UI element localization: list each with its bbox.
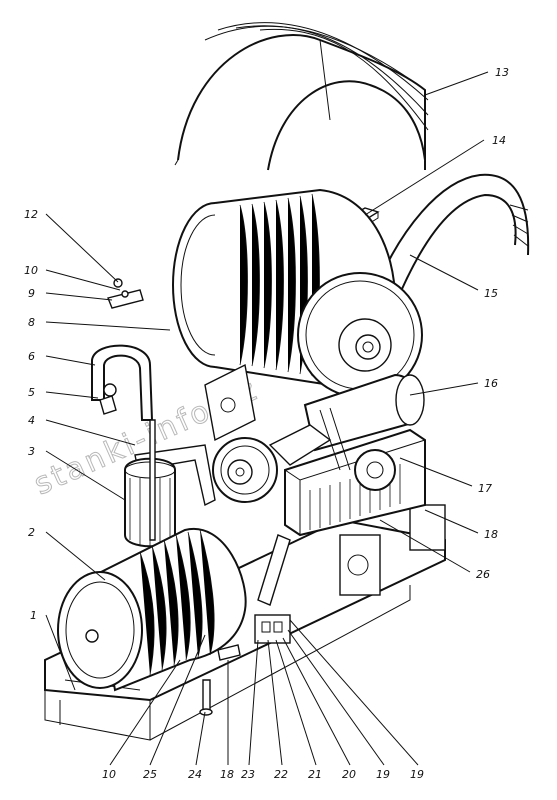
label-22: 21 bbox=[308, 768, 322, 781]
label-8: 8 bbox=[28, 316, 35, 329]
label-18-right: 26 bbox=[476, 568, 490, 581]
label-6: 6 bbox=[28, 350, 35, 363]
label-3: 3 bbox=[28, 445, 35, 458]
label-10-bottom: 25 bbox=[143, 768, 157, 781]
label-11: 12 bbox=[24, 208, 38, 221]
gearbox bbox=[284, 428, 426, 537]
label-4: 4 bbox=[28, 414, 35, 427]
label-19: 19 bbox=[410, 768, 424, 781]
guard-cover bbox=[174, 22, 429, 171]
part-labels: 13 14 15 16 17 18 26 12 10 9 8 6 5 4 3 2… bbox=[24, 66, 509, 781]
label-25: 24 bbox=[188, 768, 202, 781]
electric-motor bbox=[57, 527, 247, 692]
label-12: 13 bbox=[495, 66, 509, 79]
label-23: 22 bbox=[274, 768, 288, 781]
label-14: 15 bbox=[484, 287, 498, 300]
label-21: 20 bbox=[342, 768, 356, 781]
bolts bbox=[149, 419, 241, 716]
label-15: 16 bbox=[484, 377, 498, 390]
label-18-bottom: 23 bbox=[241, 768, 255, 781]
label-9: 9 bbox=[28, 287, 35, 300]
coupling bbox=[212, 424, 332, 503]
cylinder-15 bbox=[303, 373, 425, 471]
label-17: 18 bbox=[484, 528, 498, 541]
cable-drum bbox=[172, 188, 423, 398]
lever-assembly bbox=[254, 534, 291, 644]
clamp-parts bbox=[107, 278, 144, 309]
label-1: 1 bbox=[30, 609, 37, 622]
belt-guard bbox=[374, 173, 530, 306]
label-5: 5 bbox=[28, 386, 35, 399]
label-20: 19 bbox=[376, 768, 390, 781]
leader-lines bbox=[45, 71, 489, 766]
label-10-top: 10 bbox=[24, 264, 38, 277]
label-13: 14 bbox=[492, 134, 506, 147]
label-24: 18 bbox=[220, 768, 234, 781]
label-2: 2 bbox=[28, 526, 35, 539]
label-16: 17 bbox=[478, 482, 492, 495]
label-26: 10 bbox=[102, 768, 116, 781]
guard-6 bbox=[91, 344, 154, 421]
